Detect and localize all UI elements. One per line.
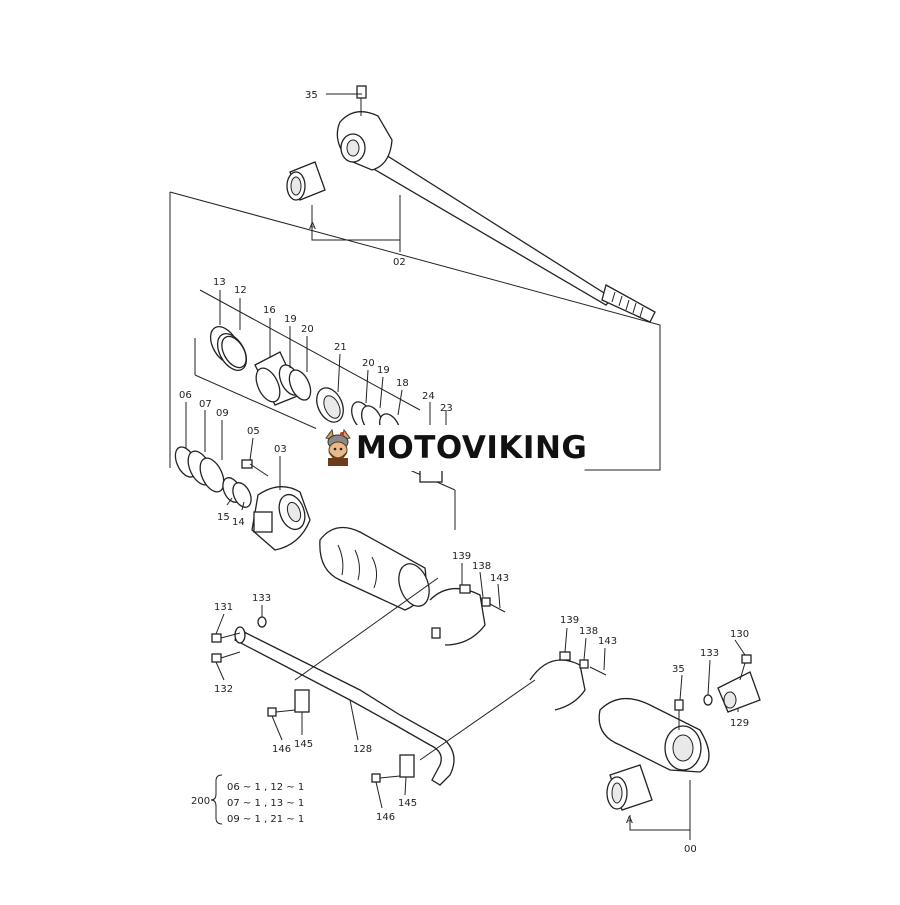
ring-20-left (288, 369, 312, 401)
callout-129: 129 (730, 718, 749, 729)
callout-A: A (309, 221, 316, 232)
kit-line: 09 ~ 1 , 21 ~ 1 (227, 814, 304, 825)
bracket-145-right (371, 754, 415, 783)
grease-fitting-35 (674, 699, 684, 730)
callout-145: 145 (398, 798, 417, 809)
kit-line: 06 ~ 1 , 12 ~ 1 (227, 782, 304, 793)
callout-23: 23 (440, 403, 453, 414)
bolt-132 (211, 651, 241, 663)
callout-133: 133 (700, 648, 719, 659)
callout-labels: 35 A 02 13 12 16 19 20 21 20 19 18 24 23… (179, 90, 749, 855)
pipe-128 (234, 626, 455, 786)
kit-number: 200 (191, 796, 210, 807)
callout-12: 12 (234, 285, 247, 296)
callout-128: 128 (353, 744, 372, 755)
callout-35: 35 (305, 90, 318, 101)
bottom-bushing (606, 764, 653, 811)
callout-00: 00 (684, 844, 697, 855)
cylinder-tube (319, 526, 430, 611)
callout-15: 15 (217, 512, 230, 523)
brand-name: MOTOVIKING (356, 430, 588, 466)
pipe-clamp-upper (429, 584, 506, 646)
callout-20: 20 (362, 358, 375, 369)
callout-138: 138 (579, 626, 598, 637)
callout-18: 18 (396, 378, 409, 389)
seal-kit-note: 200 06 ~ 1 , 12 ~ 1 07 ~ 1 , 13 ~ 1 09 ~… (191, 782, 304, 825)
callout-146: 146 (376, 812, 395, 823)
callout-19: 19 (377, 365, 390, 376)
callout-21: 21 (334, 342, 347, 353)
cylinder-bottom (598, 698, 710, 773)
brand-watermark: MOTOVIKING (316, 425, 588, 471)
callout-05: 05 (247, 426, 260, 437)
callout-24: 24 (422, 391, 435, 402)
piston-rod (336, 85, 656, 323)
bracket-145-left (267, 689, 310, 717)
callout-A: A (626, 815, 633, 826)
callout-143: 143 (490, 573, 509, 584)
callout-131: 131 (214, 602, 233, 613)
callout-14: 14 (232, 517, 245, 528)
callout-20: 20 (301, 324, 314, 335)
callout-09: 09 (216, 408, 229, 419)
o-ring-12 (221, 335, 247, 369)
callout-13: 13 (213, 277, 226, 288)
callout-139: 139 (560, 615, 579, 626)
callout-16: 16 (263, 305, 276, 316)
callout-146: 146 (272, 744, 291, 755)
callout-19: 19 (284, 314, 297, 325)
callout-138: 138 (472, 561, 491, 572)
seal-09 (199, 457, 225, 493)
rod-bushing (286, 161, 326, 201)
callout-145: 145 (294, 739, 313, 750)
ring-21 (316, 387, 344, 423)
callout-02: 02 (393, 257, 406, 268)
callout-07: 07 (199, 399, 212, 410)
callout-139: 139 (452, 551, 471, 562)
seal-15-14 (222, 477, 252, 508)
callout-143: 143 (598, 636, 617, 647)
o-ring-133-left (257, 616, 267, 628)
callout-35: 35 (672, 664, 685, 675)
bolt-05 (241, 459, 269, 477)
callout-133: 133 (252, 593, 271, 604)
callout-132: 132 (214, 684, 233, 695)
callout-130: 130 (730, 629, 749, 640)
kit-line: 07 ~ 1 , 13 ~ 1 (227, 798, 304, 809)
cylinder-head (251, 486, 311, 551)
viking-mascot-icon (325, 428, 351, 466)
callout-06: 06 (179, 390, 192, 401)
o-ring-133-right (703, 694, 713, 706)
pipe-clamp-lower (529, 651, 607, 711)
callout-03: 03 (274, 444, 287, 455)
pipe-flange (717, 654, 761, 713)
